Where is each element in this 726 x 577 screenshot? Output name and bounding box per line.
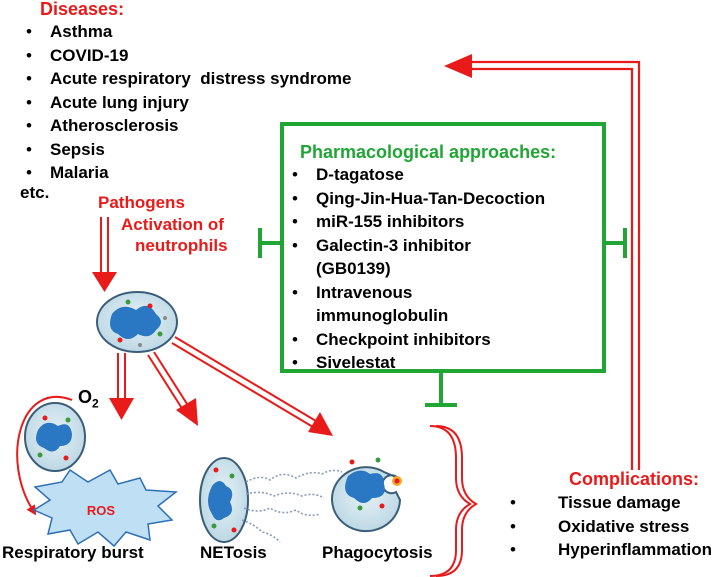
complication-item: Oxidative stress — [504, 515, 712, 539]
oxygen-label: O2 — [78, 387, 99, 411]
ros-label: ROS — [87, 503, 116, 518]
diseases-etc: etc. — [20, 183, 50, 202]
complication-item: Tissue damage — [504, 491, 712, 515]
phagocytosis-label: Phagocytosis — [322, 543, 433, 562]
neutrophil-cell-center — [96, 291, 178, 353]
disease-item: Acute lung injury — [20, 91, 351, 115]
netosis-cell — [199, 457, 249, 543]
disease-item: Atherosclerosis — [20, 114, 351, 138]
disease-item: Sepsis — [20, 138, 351, 162]
pharma-item: Qing-Jin-Hua-Tan-Decoction — [286, 187, 545, 211]
disease-item: COVID-19 — [20, 44, 351, 68]
oxygen-curve-arrow — [16, 396, 73, 516]
activation-label-line1: Activation of — [121, 215, 224, 234]
activation-label-line2: neutrophils — [135, 236, 228, 255]
disease-item: Malaria — [20, 161, 351, 185]
neutrophil-cell-burst — [24, 402, 86, 472]
pharma-item: D-tagatose — [286, 163, 545, 187]
arrow-to-phagocytosis — [171, 336, 333, 436]
pharma-item: Intravenous — [286, 281, 545, 305]
complication-item: Hyperinflammation — [504, 538, 712, 562]
disease-item: Asthma — [20, 20, 351, 44]
arrow-to-netosis — [147, 351, 198, 426]
ros-starburst — [32, 468, 179, 548]
inhibit-right — [604, 228, 627, 258]
respiratory-burst-label: Respiratory burst — [2, 543, 144, 562]
pharma-item: Checkpoint inhibitors — [286, 328, 545, 352]
pharma-item: Galectin-3 inhibitor — [286, 234, 545, 258]
pharma-item: (GB0139) — [316, 259, 391, 278]
phagocytosis-cell — [331, 457, 402, 533]
feedback-loop-arrow — [444, 54, 641, 470]
netosis-label: NETosis — [200, 543, 267, 562]
complications-list: Tissue damage Oxidative stress Hyperinfl… — [504, 491, 712, 562]
oxygen-subscript: 2 — [92, 396, 99, 411]
pathogen-arrow — [92, 217, 117, 292]
pharma-list: D-tagatose Qing-Jin-Hua-Tan-Decoction mi… — [286, 163, 545, 375]
pharma-item: immunoglobulin — [316, 306, 449, 325]
inhibit-left — [258, 228, 282, 258]
inhibit-bottom — [425, 371, 457, 407]
pharma-item: miR-155 inhibitors — [286, 210, 545, 234]
disease-item: Acute respiratory distress syndrome — [20, 67, 351, 91]
complications-title: Complications: — [569, 469, 700, 489]
pharma-title: Pharmacological approaches: — [300, 142, 557, 162]
oxygen-symbol: O — [78, 387, 93, 407]
pharma-item: Sivelestat — [286, 351, 545, 375]
diseases-title: Diseases: — [40, 0, 125, 19]
mechanisms-brace — [429, 425, 479, 577]
pathogens-label: Pathogens — [98, 193, 185, 212]
diseases-list: Asthma COVID-19 Acute respiratory distre… — [20, 20, 351, 185]
arrow-to-respiratory-burst — [109, 353, 134, 420]
net-strands — [241, 469, 343, 543]
